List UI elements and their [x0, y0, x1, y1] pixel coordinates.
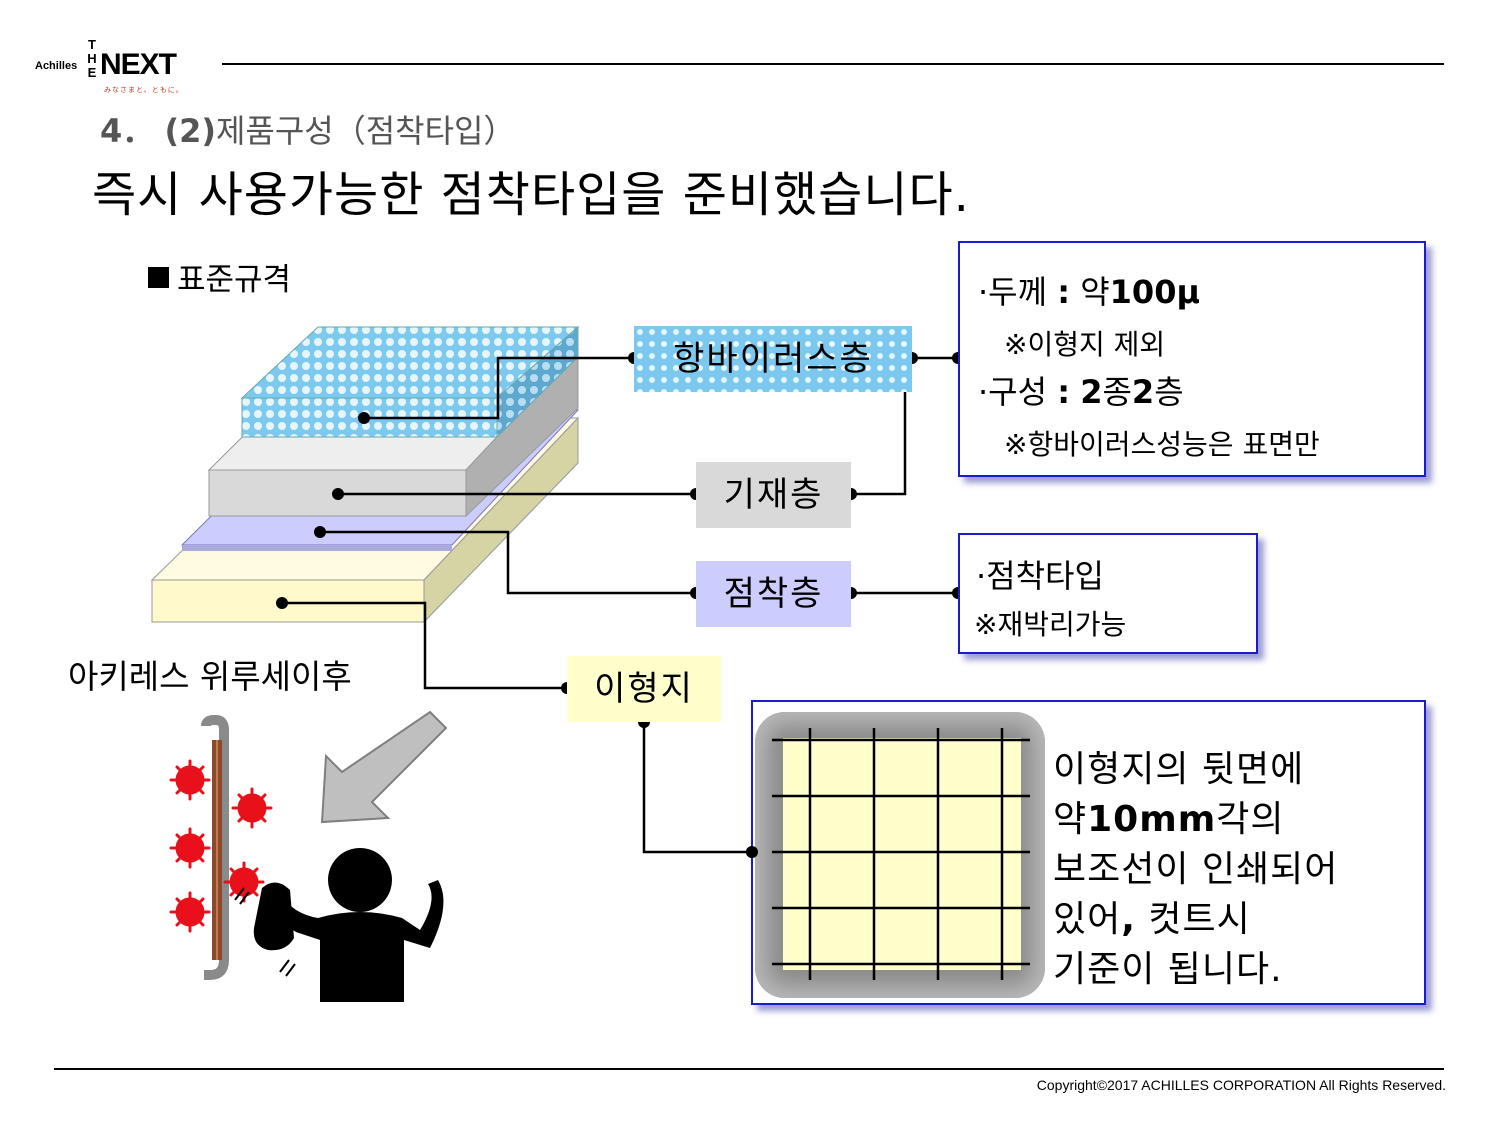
thickness-prefix: 약	[1080, 273, 1110, 311]
info-box-adhesive: ·점착타입 ※재박리가능	[958, 533, 1258, 654]
section-title: 4． (2)제품구성（점착타입）	[100, 106, 516, 152]
spec-heading: 표준규격	[148, 254, 291, 299]
composition-word2: 층	[1154, 373, 1184, 411]
grid-desc-line2: 약10mm각의	[1053, 790, 1285, 842]
header-rule	[222, 63, 1444, 65]
grid-desc-line1: 이형지의 뒷면에	[1053, 749, 1305, 790]
virus-icons	[169, 759, 273, 933]
logo-the-e: E	[87, 65, 97, 80]
virus-icon-5	[169, 891, 211, 933]
virus-icon-4	[223, 861, 265, 903]
footer-rule	[54, 1068, 1444, 1070]
thickness-line: ·두께 : 약100μ	[978, 267, 1200, 313]
composition-word1: 종	[1102, 373, 1132, 411]
grid-lines	[772, 728, 1030, 980]
page-headline: 즉시 사용가능한 점착타입을 준비했습니다.	[92, 167, 970, 223]
label-adhesive-layer: 점착층	[696, 561, 851, 627]
label-barrier-layer: 항바이러스층	[634, 326, 912, 392]
handrail-icon	[201, 715, 229, 980]
info-box-spec: ·두께 : 약100μ ※이형지 제외 ·구성 : 2종2층 ※항바이러스성능은…	[958, 241, 1426, 477]
grid-desc-line2-value: 10mm	[1087, 799, 1217, 840]
grid-desc-line2-suffix: 각의	[1216, 799, 1285, 840]
composition-num2: 2	[1131, 373, 1155, 411]
logo-achilles-text: Achilles	[35, 60, 78, 72]
virus-icon-3	[169, 827, 211, 869]
composition-line: ·구성 : 2종2층	[978, 367, 1184, 413]
copyright-text: Copyright©2017 ACHILLES CORPORATION All …	[1036, 1077, 1446, 1093]
adhesive-note: ※재박리가능	[974, 608, 1127, 641]
wiping-motion-marks	[234, 887, 296, 977]
composition-colon: :	[1057, 373, 1071, 411]
grid-desc-line4-comma: ,	[1121, 899, 1136, 940]
thickness-value: 100μ	[1109, 273, 1200, 311]
logo-the-text: T H E	[86, 38, 98, 80]
grid-desc-line3: 보조선이 인쇄되어	[1053, 849, 1339, 890]
product-name: 아키레스 위루세이후	[68, 657, 352, 696]
logo-next-text: NEXT	[100, 48, 177, 81]
virus-icon-2	[231, 787, 273, 829]
thickness-note: ※이형지 제외	[1004, 328, 1166, 361]
thickness-colon: :	[1057, 273, 1071, 311]
grid-desc-line4: 있어, 컷트시	[1053, 890, 1251, 942]
section-paren: (2)	[164, 112, 216, 150]
connector-lines	[282, 356, 958, 854]
grid-desc-line5: 기준이 됩니다.	[1053, 949, 1283, 990]
label-release-paper: 이형지	[567, 656, 721, 722]
logo-tagline: みなさまと、ともに。	[104, 86, 184, 94]
logo-the-t: T	[88, 37, 96, 52]
person-cleaning-icon	[253, 848, 444, 1002]
composition-note: ※항바이러스성능은 표면만	[1004, 428, 1320, 461]
virus-icon-1	[169, 759, 211, 801]
grid-desc-line4-prefix: 있어	[1053, 899, 1122, 940]
spec-heading-text: 표준규격	[177, 262, 292, 298]
composition-num1: 2	[1080, 373, 1103, 411]
section-number: 4．	[100, 112, 155, 150]
grid-desc-line4-suffix: 컷트시	[1135, 899, 1251, 940]
section-title-text: 제품구성（점착타입）	[215, 112, 516, 150]
square-bullet-icon	[148, 267, 169, 288]
composition-label: ·구성	[978, 373, 1048, 411]
label-base-layer: 기재층	[696, 462, 851, 528]
adhesive-type: ·점착타입	[976, 557, 1104, 595]
grid-desc-line2-prefix: 약	[1053, 799, 1088, 840]
arrow-down-left-icon	[320, 710, 448, 824]
logo-the-h: H	[87, 51, 97, 66]
thickness-label: ·두께	[978, 273, 1048, 311]
